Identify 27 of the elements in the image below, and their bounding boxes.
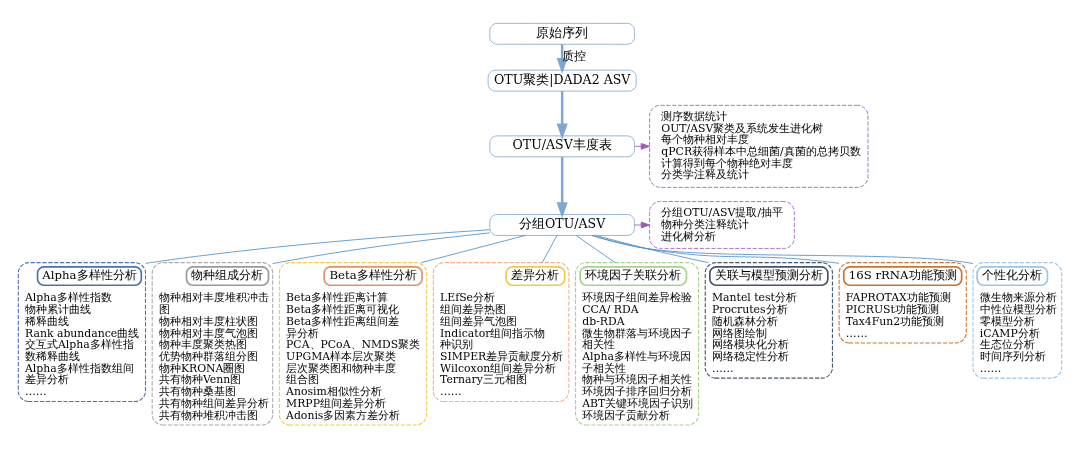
arrow (556, 156, 568, 219)
connector (575, 235, 616, 264)
arrow (634, 143, 650, 150)
node-box: 16S rRNA功能预测 (842, 266, 963, 287)
arrow (634, 221, 651, 229)
node-box: 分组OTU/ASV提取/抽平 物种分类注释统计 进化树分析 (649, 201, 795, 249)
node-box: 环境因子关联分析 (579, 266, 688, 287)
connector (591, 235, 974, 264)
node-box: 物种组成分析 (185, 266, 270, 287)
connector (420, 235, 526, 264)
node-box: OTU聚类|DADA2 ASV (487, 69, 637, 92)
node-box: OTU/ASV丰度表 (489, 135, 635, 158)
connector (592, 235, 840, 264)
connector (596, 235, 709, 264)
connector (541, 235, 558, 264)
connector (272, 232, 491, 265)
edge-label: 质控 (562, 49, 587, 64)
node-box: Alpha多样性分析 (36, 266, 143, 287)
connector (145, 229, 491, 264)
node-box: 原始序列 (489, 22, 635, 45)
node-box: 差异分析 (505, 266, 566, 287)
node-box: 测序数据统计 OUT/ASV聚类及系统发生进化树 每个物种相对丰度 qPCR获得样本中总细菌/真菌的总拷贝数 计算得到每个物种绝对丰度 分类学注释及统计 (649, 104, 869, 188)
arrow (556, 91, 568, 140)
node-box: 个性化分析 (976, 266, 1049, 287)
node-box: 分组OTU/ASV (489, 214, 635, 236)
node-box: 关联与模型预测分析 (709, 266, 829, 287)
node-box: Beta多样性分析 (323, 266, 423, 287)
